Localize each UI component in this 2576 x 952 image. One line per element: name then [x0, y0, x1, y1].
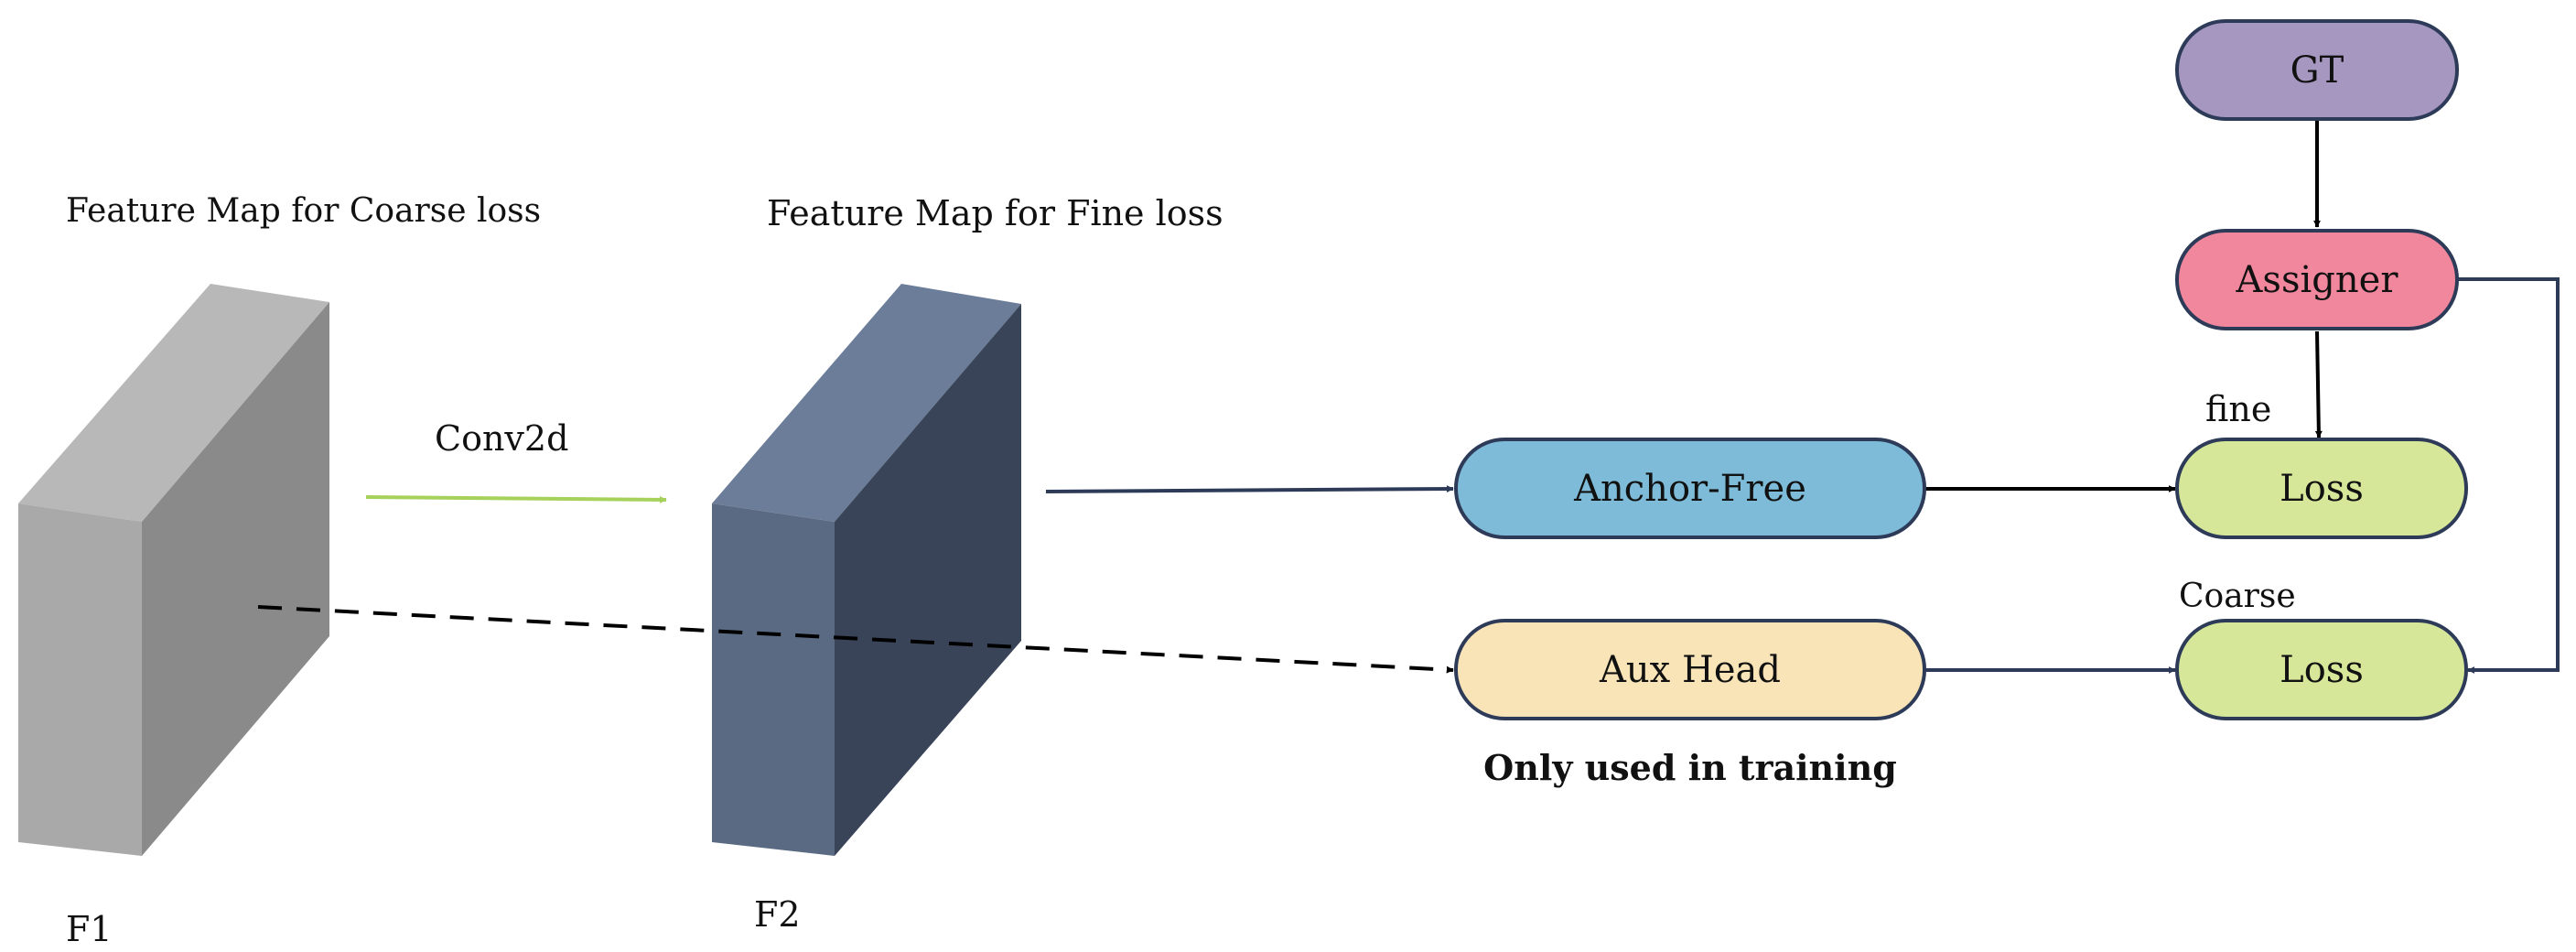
coarse-label: Coarse: [2179, 578, 2296, 615]
gt-label: GT: [2290, 49, 2344, 92]
assigner-shape: [2175, 229, 2459, 330]
aux-head-label: Aux Head: [1599, 649, 1781, 691]
arrow-assigner-to-loss-coarse: [2457, 277, 2560, 674]
fine-label: fine: [2205, 389, 2271, 429]
arrow-assigner-to-loss-fine: [2314, 330, 2323, 438]
node-anchor-free: Anchor-Free: [1454, 438, 1926, 539]
anchor-free-shape: [1454, 438, 1926, 539]
f2-top-face: [712, 284, 1021, 522]
f2-front-face: [835, 304, 1021, 856]
node-loss-fine: Loss: [2175, 438, 2468, 539]
f2-label: F2: [754, 894, 801, 935]
arrow-f2-to-anchor-free: [1045, 485, 1454, 493]
gt-shape: [2175, 19, 2459, 121]
f1-top-face: [18, 284, 329, 522]
f1-side-face: [18, 503, 142, 856]
f2-side-face: [712, 503, 835, 856]
node-assigner: Assigner: [2175, 229, 2459, 330]
loss-fine-label: Loss: [2280, 468, 2364, 510]
dashed-arrow-f1-to-aux-head: [257, 605, 1454, 674]
anchor-free-label: Anchor-Free: [1573, 468, 1806, 510]
f1-label: F1: [66, 909, 113, 949]
conv2d-arrow: [365, 495, 667, 503]
loss-fine-shape: [2175, 438, 2468, 539]
loss-coarse-shape: [2175, 619, 2468, 720]
f2-caption: Feature Map for Fine loss: [767, 193, 1223, 233]
node-loss-coarse: Loss: [2175, 619, 2468, 720]
training-note: Only used in training: [1483, 747, 1897, 788]
feature-map-f2: [712, 284, 1021, 856]
f1-caption: Feature Map for Coarse loss: [66, 192, 541, 230]
f1-front-face: [142, 302, 329, 856]
node-aux-head: Aux Head: [1454, 619, 1926, 720]
feature-map-f1: [18, 284, 329, 856]
conv2d-label: Conv2d: [435, 418, 568, 459]
node-gt: GT: [2175, 19, 2459, 121]
loss-coarse-label: Loss: [2280, 649, 2364, 691]
aux-head-shape: [1454, 619, 1926, 720]
assigner-label: Assigner: [2236, 259, 2399, 301]
